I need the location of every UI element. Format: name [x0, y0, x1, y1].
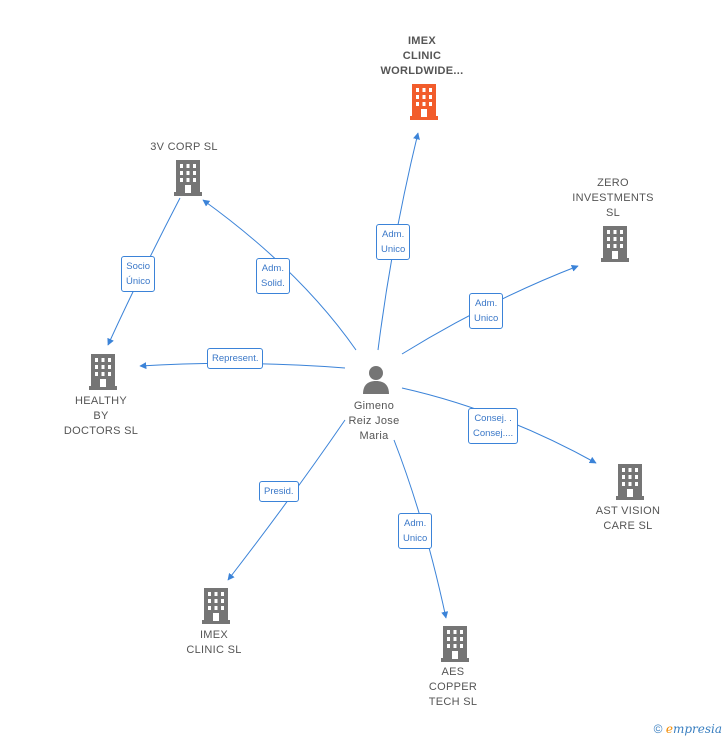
company-label-3v-corp[interactable]: 3V CORP SL	[150, 141, 218, 153]
footer-brand[interactable]: © empresia	[654, 722, 722, 736]
building-icon-ast-vision[interactable]	[614, 464, 646, 500]
edge-label-socio-unico: Socio Único	[121, 256, 156, 292]
edge-label-represent: Represent.	[207, 348, 264, 369]
brand-first-letter: e	[665, 722, 673, 736]
company-label-ast-vision[interactable]: AST VISION CARE SL	[595, 505, 661, 532]
edge-label-adm-unico-aes: Adm. Unico	[398, 513, 433, 549]
company-label-aes-copper[interactable]: AES COPPER TECH SL	[428, 666, 478, 708]
company-label-zero-investments[interactable]: ZERO INVESTMENTS SL	[572, 177, 654, 219]
building-icon-zero-investments[interactable]	[599, 226, 631, 262]
edge-label-adm-unico-imex-worldwide: Adm. Unico	[376, 224, 411, 260]
company-label-healthy-by-doctors[interactable]: HEALTHY BY DOCTORS SL	[63, 395, 139, 437]
edge-label-presid: Presid.	[259, 481, 299, 502]
building-icon-imex-worldwide[interactable]	[408, 84, 440, 120]
edge-label-adm-solid: Adm. Solid.	[256, 258, 290, 294]
person-name-label[interactable]: Gimeno Reiz Jose Maria	[348, 400, 400, 442]
edge-label-adm-unico-zero: Adm. Unico	[469, 293, 504, 329]
person-icon[interactable]	[361, 364, 391, 394]
brand-name: mpresia	[672, 722, 722, 736]
company-label-imex-clinic[interactable]: IMEX CLINIC SL	[186, 629, 242, 656]
edge-label-consej: Consej. . Consej....	[468, 408, 519, 444]
building-icon-aes-copper[interactable]	[439, 626, 471, 662]
building-icon-imex-clinic[interactable]	[200, 588, 232, 624]
building-icon-healthy-by-doctors[interactable]	[87, 354, 119, 390]
building-icon-3v-corp[interactable]	[172, 160, 204, 196]
company-label-imex-worldwide[interactable]: IMEX CLINIC WORLDWIDE...	[380, 35, 464, 77]
copyright-symbol: ©	[653, 722, 663, 736]
